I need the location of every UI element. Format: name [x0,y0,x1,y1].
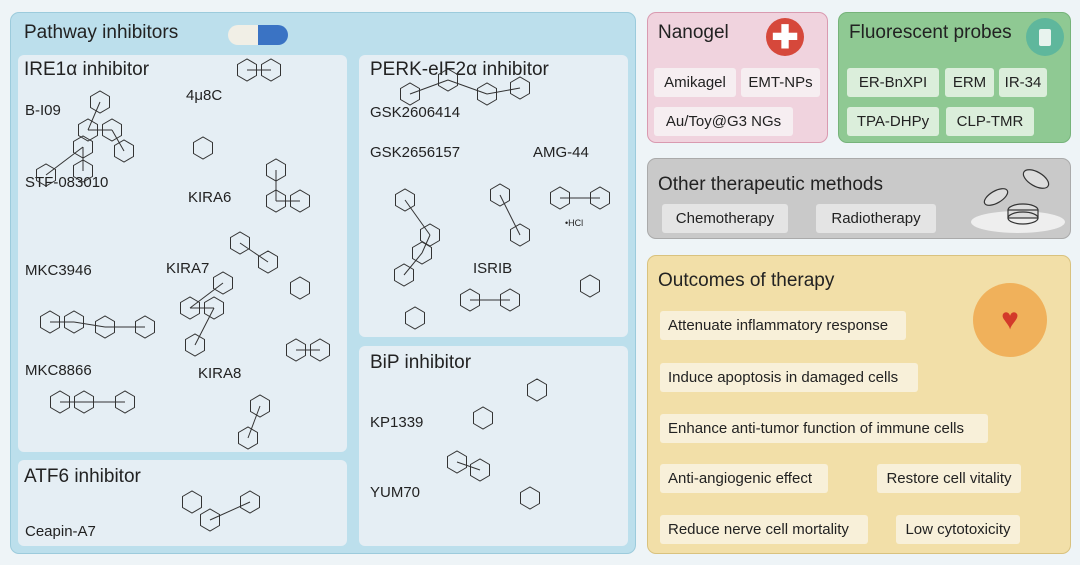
probe-item: CLP-TMR [946,107,1034,136]
compound-label: STF-083010 [25,174,109,191]
compound-label: 4μ8C [186,87,223,104]
outcome-item: Attenuate inflammatory response [660,311,906,340]
ire1-title: IRE1α inhibitor [24,59,150,80]
medical-cross-icon: ✚ [766,18,804,56]
compound-label: MKC3946 [25,262,92,279]
capsule-icon [228,25,288,45]
other-title: Other therapeutic methods [658,174,883,195]
compound-label: GSK2606414 [370,104,461,121]
compound-label: KIRA7 [166,260,210,277]
probe-bottle-icon [1026,18,1064,56]
compound-label: KP1339 [370,414,424,431]
compound-label: KIRA6 [188,189,232,206]
compound-label: GSK2656157 [370,144,461,161]
compound-label: B-I09 [25,102,61,119]
compound-label: KIRA8 [198,365,242,382]
compound-label: Ceapin-A7 [25,523,96,540]
pathway-inhibitors-title: Pathway inhibitors [24,22,179,43]
hcl-label: •HCl [565,218,584,228]
atf6-title: ATF6 inhibitor [24,466,141,487]
outcome-item: Low cytotoxicity [896,515,1020,544]
bip-title: BiP inhibitor [370,352,472,373]
probes-title: Fluorescent probes [849,22,1012,43]
compound-label: MKC8866 [25,362,92,379]
outcome-item: Anti-angiogenic effect [660,464,828,493]
compound-label: ISRIB [473,260,513,277]
perk-title: PERK-eIF2α inhibitor [370,59,549,80]
compound-label: AMG-44 [533,144,589,161]
ire1-inhibitor-box [18,55,347,452]
outcome-item: Reduce nerve cell mortality [660,515,868,544]
probe-item: TPA-DHPy [847,107,939,136]
outcome-item: Induce apoptosis in damaged cells [660,363,918,392]
outcomes-title: Outcomes of therapy [658,270,835,291]
probe-item: IR-34 [999,68,1047,97]
perk-inhibitor-box [359,55,628,337]
nanogel-title: Nanogel [658,22,729,43]
outcome-item: Enhance anti-tumor function of immune ce… [660,414,988,443]
method-item: Radiotherapy [816,204,936,233]
nanogel-item: Au/Toy@G3 NGs [654,107,793,136]
method-item: Chemotherapy [662,204,788,233]
compound-label: YUM70 [370,484,421,501]
probe-item: ER-BnXPI [847,68,939,97]
outcome-item: Restore cell vitality [877,464,1021,493]
probe-item: ERM [945,68,994,97]
bip-inhibitor-box [359,346,628,546]
nanogel-item: EMT-NPs [741,68,820,97]
heart-hand-icon: ♥ [973,283,1047,357]
nanogel-item: Amikagel [654,68,736,97]
pills-icon [971,169,1065,233]
